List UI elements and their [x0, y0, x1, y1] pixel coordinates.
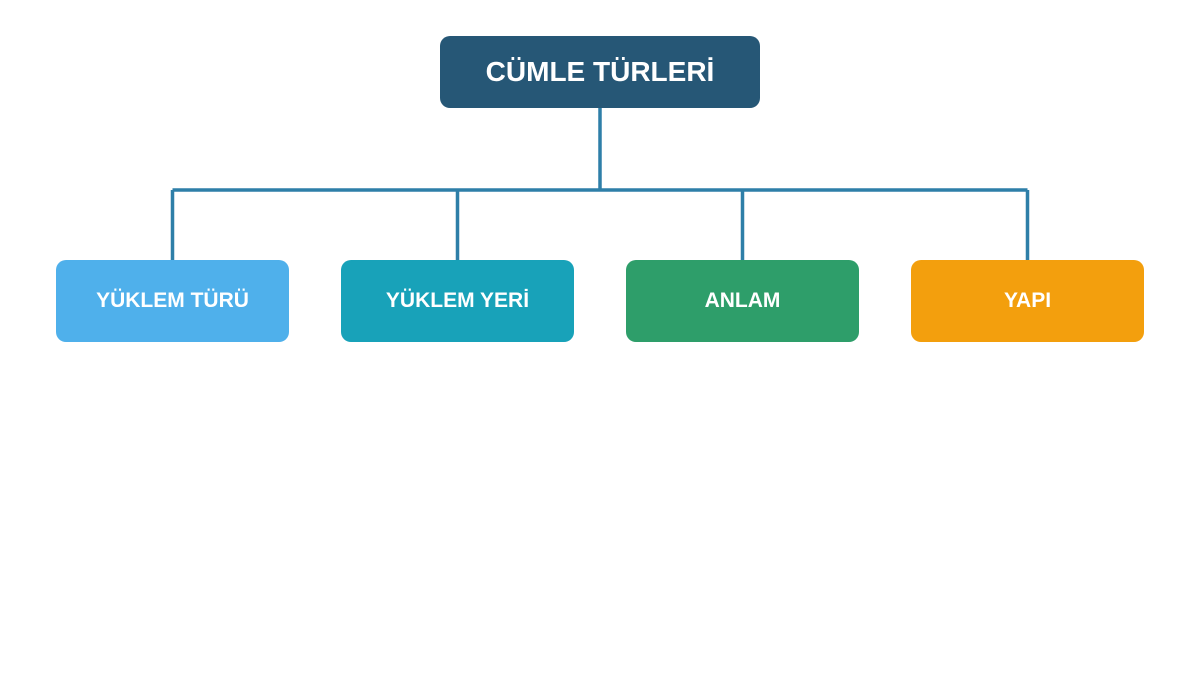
child-label: ANLAM [704, 289, 781, 312]
root-label: CÜMLE TÜRLERİ [485, 56, 715, 87]
child-node-anlam: ANLAM [626, 260, 859, 342]
child-node-yuklem-turu: YÜKLEM TÜRÜ [56, 260, 289, 342]
root-node: CÜMLE TÜRLERİ [440, 36, 760, 108]
child-node-yuklem-yeri: YÜKLEM YERİ [341, 260, 574, 342]
child-label: YÜKLEM YERİ [385, 289, 530, 312]
child-label: YÜKLEM TÜRÜ [96, 289, 249, 312]
child-label: YAPI [1003, 289, 1052, 312]
child-node-yapi: YAPI [911, 260, 1144, 342]
